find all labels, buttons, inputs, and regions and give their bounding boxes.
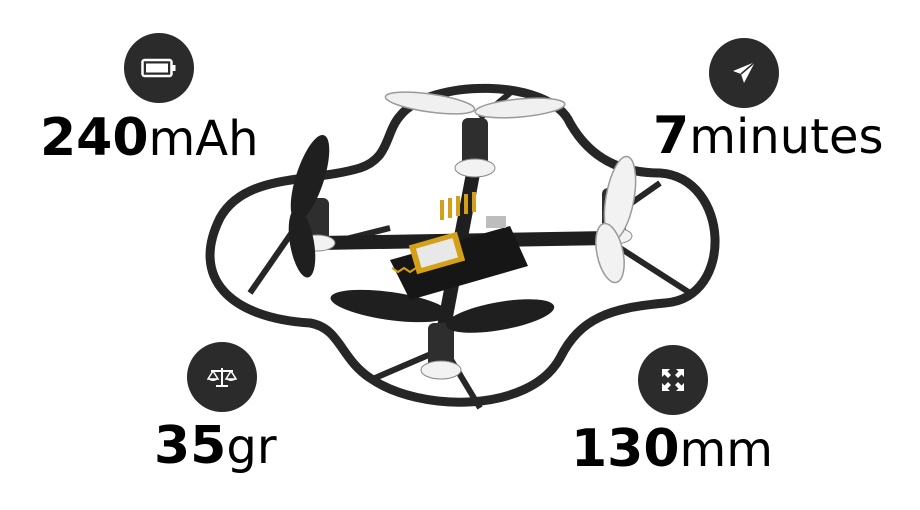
drone-propellers [288,91,637,333]
drone-pcb [390,192,528,300]
flight-time-value: 7minutes [653,110,883,162]
battery-number: 240 [40,108,149,168]
flight-time-number: 7 [653,106,690,166]
size-number: 130 [571,419,680,479]
paper-plane-icon [733,61,756,83]
scale-icon-badge [187,342,257,412]
weight-number: 35 [154,416,227,476]
paper-plane-icon-badge [709,38,779,108]
weight-value: 35gr [154,420,277,472]
expand-arrows-icon-badge [638,345,708,415]
weight-unit: gr [226,419,277,475]
flight-time-unit: minutes [689,109,884,165]
battery-value: 240mAh [40,112,259,164]
battery-unit: mAh [148,111,259,167]
expand-arrows-icon [662,369,684,391]
battery-icon-badge [124,33,194,103]
drone-illustration [205,83,720,410]
size-unit: mm [679,422,774,478]
size-value: 130mm [571,423,773,475]
drone-frame [205,83,720,407]
battery-icon [141,58,176,78]
scale-icon [207,368,237,387]
